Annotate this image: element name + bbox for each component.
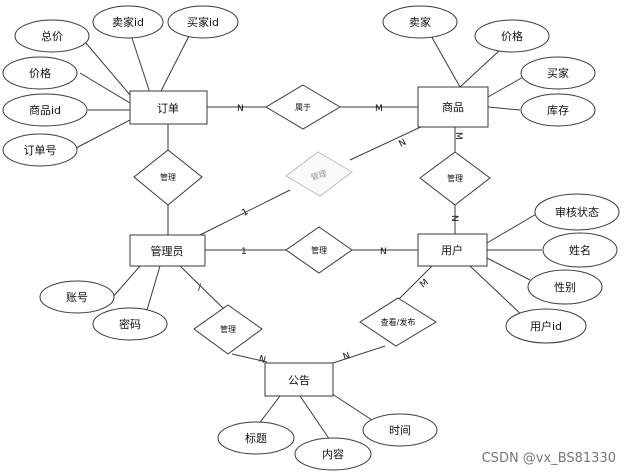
edge-user-review bbox=[486, 212, 539, 244]
entity-admin: 管理员 bbox=[129, 234, 206, 267]
attribute-order-price: 价格 bbox=[2, 56, 78, 90]
attribute-user-review-status: 审核状态 bbox=[534, 193, 620, 231]
edge-view-user bbox=[397, 265, 433, 301]
attribute-user-review-status-label: 审核状态 bbox=[555, 205, 599, 219]
relationship-manage-user: 管理 bbox=[285, 226, 353, 274]
entity-order-label: 订单 bbox=[157, 102, 179, 115]
attribute-product-buyer: 买家 bbox=[520, 56, 596, 90]
entity-admin-label: 管理员 bbox=[151, 244, 184, 258]
attribute-admin-password-label: 密码 bbox=[119, 317, 141, 331]
watermark-text: CSDN @vx_BS81330 bbox=[482, 451, 616, 466]
connectors bbox=[73, 31, 542, 441]
relationship-manage-notice-label: 管理 bbox=[220, 324, 236, 334]
card-order-belongs: N bbox=[237, 104, 244, 114]
relationship-manage-product-label: 管理 bbox=[310, 168, 328, 182]
card-admin-manage-product: 1 bbox=[240, 207, 250, 219]
attribute-notice-time-label: 时间 bbox=[389, 424, 411, 437]
entity-notice-label: 公告 bbox=[288, 374, 310, 387]
edge-notice-title bbox=[257, 395, 281, 426]
attribute-order-buyer-id-label: 买家id bbox=[187, 15, 219, 29]
attribute-order-no-label: 订单号 bbox=[24, 144, 57, 157]
edge-product-price bbox=[459, 49, 501, 88]
attribute-product-price: 价格 bbox=[474, 19, 550, 53]
edge-admin-manage-product bbox=[199, 189, 291, 236]
card-manage-notice-n: N bbox=[258, 354, 267, 365]
edge-product-stock bbox=[487, 106, 521, 111]
attribute-notice-title-label: 标题 bbox=[245, 431, 267, 445]
attribute-product-buyer-label: 买家 bbox=[547, 66, 569, 80]
relationship-manage-notice: 管理 bbox=[193, 304, 263, 355]
entity-user: 用户 bbox=[417, 233, 488, 267]
edge-manage-notice bbox=[231, 353, 268, 363]
edge-product-buyer bbox=[487, 75, 526, 98]
entity-product: 商品 bbox=[417, 86, 489, 128]
attribute-admin-account-label: 账号 bbox=[66, 291, 88, 304]
card-admin-manage-user: 1 bbox=[241, 247, 247, 257]
attribute-order-total: 总价 bbox=[14, 19, 90, 53]
entity-order: 订单 bbox=[129, 90, 208, 125]
attribute-user-id: 用户id bbox=[505, 308, 587, 344]
attribute-user-id-label: 用户id bbox=[530, 319, 562, 333]
edge-notice-view bbox=[332, 345, 386, 364]
edge-order-total bbox=[79, 35, 131, 96]
attribute-order-total-label: 总价 bbox=[41, 29, 63, 43]
entity-notice: 公告 bbox=[264, 362, 334, 397]
attribute-product-stock-label: 库存 bbox=[547, 103, 569, 117]
card-product-manage: M bbox=[453, 132, 463, 140]
relationship-manage-product-user: 管理 bbox=[419, 151, 491, 206]
edge-manage-product-diag bbox=[349, 124, 426, 161]
edge-admin-account bbox=[111, 265, 141, 299]
attribute-order-no: 订单号 bbox=[2, 133, 78, 167]
attribute-notice-time: 时间 bbox=[362, 413, 438, 447]
attribute-user-gender-label: 性别 bbox=[554, 280, 576, 294]
edge-order-seller-id bbox=[129, 31, 151, 94]
edge-order-buyer-id bbox=[159, 33, 191, 94]
attribute-user-name-label: 姓名 bbox=[569, 243, 591, 257]
relationship-manage-order-label: 管理 bbox=[160, 172, 176, 182]
attribute-order-seller-id-label: 卖家id bbox=[112, 15, 144, 29]
edge-user-gender bbox=[486, 257, 531, 281]
attribute-order-product-id-label: 商品id bbox=[29, 103, 61, 117]
edge-notice-content bbox=[299, 395, 331, 441]
card-belongs-product: M bbox=[375, 104, 383, 114]
entity-user-label: 用户 bbox=[441, 243, 463, 257]
relationship-manage-product-user-label: 管理 bbox=[447, 173, 463, 183]
edge-order-no bbox=[73, 119, 131, 150]
attribute-product-stock: 库存 bbox=[520, 93, 596, 127]
attribute-notice-title: 标题 bbox=[217, 421, 295, 455]
card-manage-user-n: N bbox=[380, 247, 387, 257]
attribute-notice-content: 内容 bbox=[294, 437, 372, 471]
card-admin-manage-notice: / bbox=[198, 283, 202, 293]
edge-product-seller bbox=[429, 33, 461, 88]
attribute-order-buyer-id: 买家id bbox=[167, 5, 239, 39]
card-notice-view: N bbox=[342, 351, 351, 363]
card-manage-user-side: N bbox=[449, 215, 459, 222]
attribute-product-price-label: 价格 bbox=[501, 29, 523, 43]
attribute-notice-content-label: 内容 bbox=[322, 447, 344, 461]
relationship-view-publish-label: 查看/发布 bbox=[381, 317, 416, 327]
edge-admin-password bbox=[146, 265, 161, 311]
relationship-belongs-to: 属于 bbox=[265, 84, 341, 130]
attribute-product-seller-label: 卖家 bbox=[409, 15, 431, 29]
attribute-order-price-label: 价格 bbox=[29, 66, 51, 80]
card-view-user: M bbox=[418, 278, 430, 291]
relationship-view-publish: 查看/发布 bbox=[359, 297, 437, 347]
card-manage-product-n: N bbox=[397, 138, 408, 150]
relationship-manage-product: 管理 bbox=[285, 151, 353, 197]
attribute-order-product-id: 商品id bbox=[2, 93, 88, 127]
relationship-manage-user-label: 管理 bbox=[311, 245, 327, 255]
edge-order-price bbox=[79, 72, 131, 104]
attribute-user-gender: 性别 bbox=[527, 269, 603, 305]
attribute-admin-account: 账号 bbox=[39, 280, 115, 314]
edge-user-id bbox=[469, 265, 526, 319]
relationship-manage-order: 管理 bbox=[133, 149, 203, 206]
attribute-admin-password: 密码 bbox=[92, 307, 168, 341]
attribute-product-seller: 卖家 bbox=[382, 5, 458, 39]
entity-product-label: 商品 bbox=[442, 100, 464, 114]
relationship-belongs-to-label: 属于 bbox=[295, 103, 311, 112]
edge-admin-manage-notice bbox=[179, 265, 226, 311]
attribute-user-name: 姓名 bbox=[542, 232, 618, 268]
attribute-order-seller-id: 卖家id bbox=[92, 5, 164, 39]
